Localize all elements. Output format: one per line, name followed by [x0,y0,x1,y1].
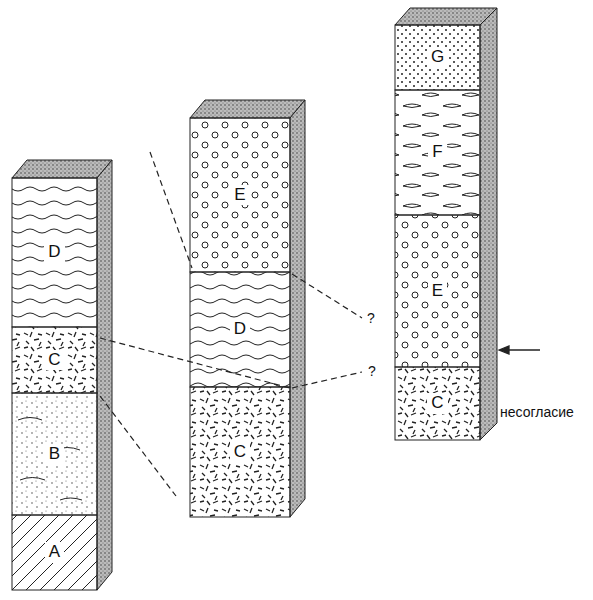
question-mark: ? [366,363,378,379]
rock-layer: G [395,25,480,90]
rock-layer: A [12,515,97,590]
rock-layer: D [190,272,290,387]
layer-letter: E [230,185,249,206]
unconformity-label: несогласие [498,404,576,420]
question-mark: ? [365,310,377,326]
rock-layer: C [395,367,480,440]
rock-layer: E [395,215,480,367]
layer-letter: C [427,393,447,414]
layer-letter: F [428,142,446,163]
layer-letter: G [427,47,448,68]
rock-layer: F [395,90,480,215]
rock-layer: C [190,387,290,517]
rock-layer: B [12,393,97,515]
layer-letter: D [44,242,64,263]
rock-layer: C [12,327,97,393]
rock-layer: D [12,178,97,327]
layer-letter: C [44,350,64,371]
layer-letter: D [230,319,250,340]
layer-letter: E [428,281,447,302]
layer-letter: A [45,542,64,563]
rock-layer: E [190,118,290,272]
layer-letter: C [230,442,250,463]
layer-letter: B [45,444,64,465]
